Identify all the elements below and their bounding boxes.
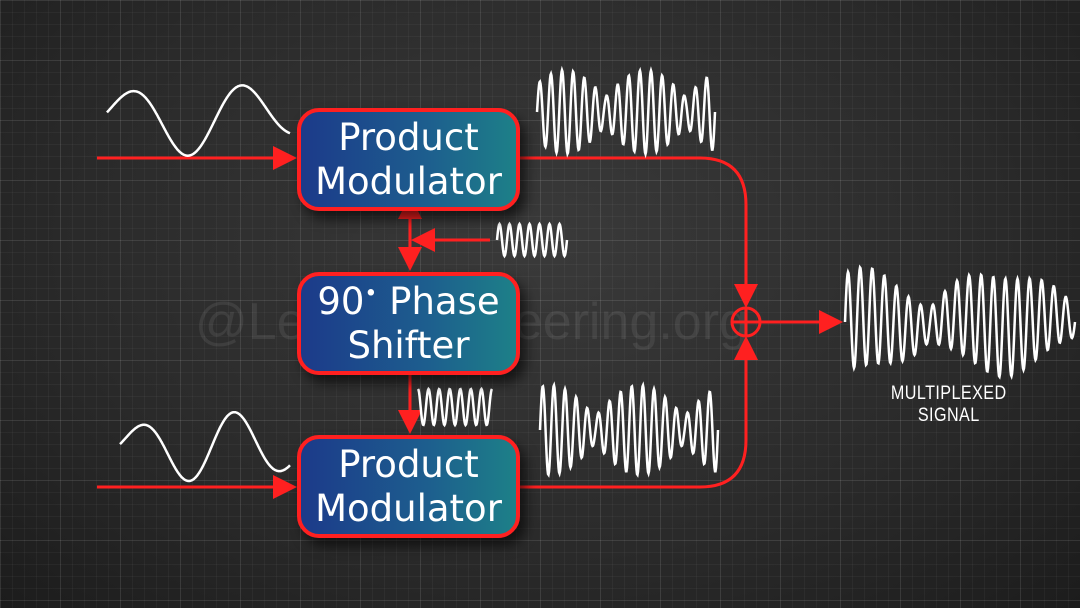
- message-wave-bottom: [119, 410, 291, 483]
- output-label: MULTIPLEXED SIGNAL: [890, 383, 1007, 426]
- block-label: Modulator: [315, 486, 502, 530]
- block-label: Product: [338, 442, 479, 486]
- phase-shifter-block: 90• Phase Shifter: [297, 272, 520, 375]
- message-wave-top: [106, 84, 291, 157]
- block-label: 90: [317, 279, 365, 323]
- modulated-wave-top: [535, 65, 717, 159]
- bottom-output-line: [520, 336, 758, 489]
- summer-icon: [730, 306, 762, 338]
- modulated-wave-bottom: [538, 381, 720, 478]
- block-label: Shifter: [347, 323, 470, 367]
- block-label: Modulator: [315, 159, 502, 203]
- block-label: Phase: [377, 279, 500, 323]
- multiplexed-wave: [843, 264, 1077, 381]
- block-label: Product: [338, 115, 479, 159]
- degree-symbol: •: [364, 281, 378, 307]
- top-product-modulator: Product Modulator: [297, 108, 520, 211]
- top-output-line: [520, 156, 758, 308]
- carrier-wave: [495, 221, 569, 259]
- shifted-carrier-wave: [416, 386, 494, 428]
- bottom-product-modulator: Product Modulator: [297, 435, 520, 538]
